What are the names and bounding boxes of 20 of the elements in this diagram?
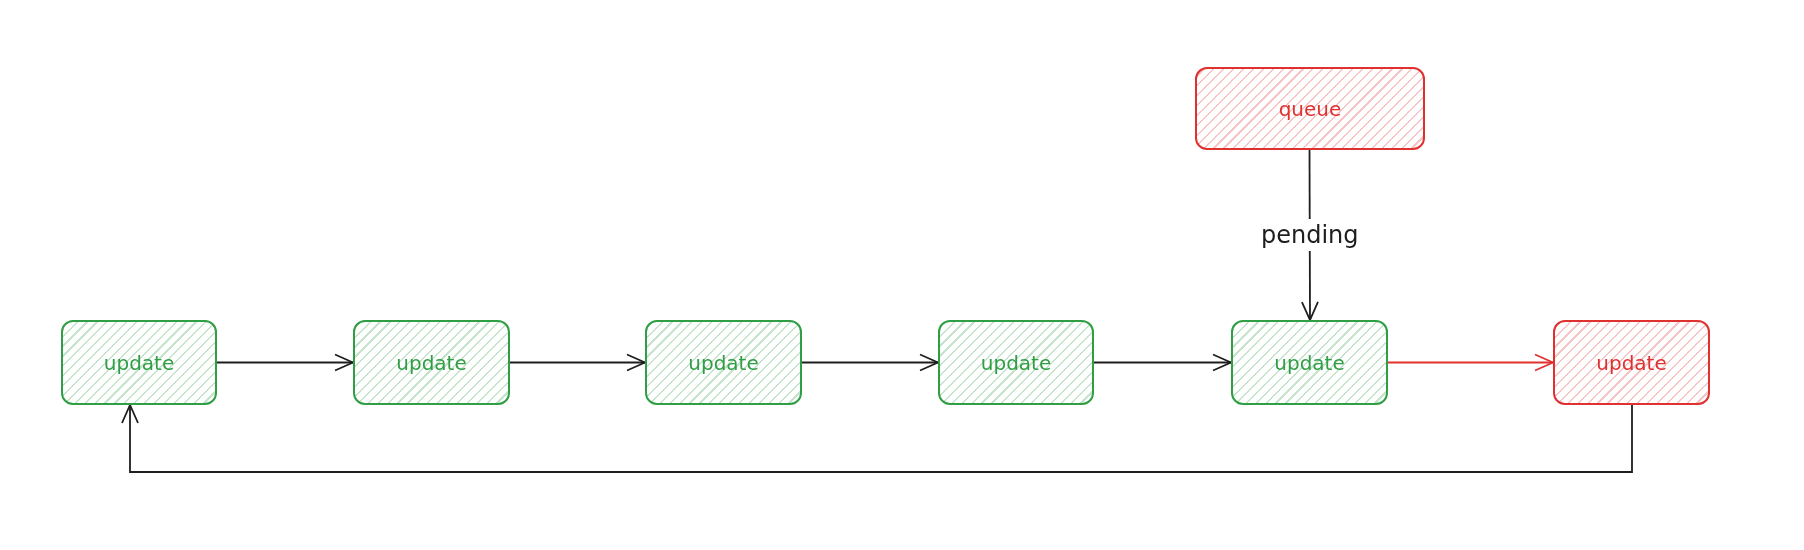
arrow <box>1387 353 1554 372</box>
process-box <box>1195 67 1425 150</box>
process-box <box>353 320 510 405</box>
process-box <box>1553 320 1710 405</box>
process-box <box>61 320 217 405</box>
node-label: update <box>688 350 759 375</box>
node-label: update <box>980 350 1052 375</box>
process-box <box>1231 320 1388 405</box>
node-label: update <box>103 350 175 375</box>
arrow <box>801 353 939 372</box>
node-label: update <box>396 350 467 375</box>
node-label: queue <box>1278 96 1342 121</box>
arrow <box>509 353 646 372</box>
arrow <box>216 353 354 372</box>
node-label: update <box>1596 350 1667 375</box>
node-label: update <box>1274 350 1345 375</box>
process-box <box>645 320 802 405</box>
process-box <box>938 320 1094 405</box>
arrow <box>121 404 1633 473</box>
arrow <box>1093 353 1232 372</box>
